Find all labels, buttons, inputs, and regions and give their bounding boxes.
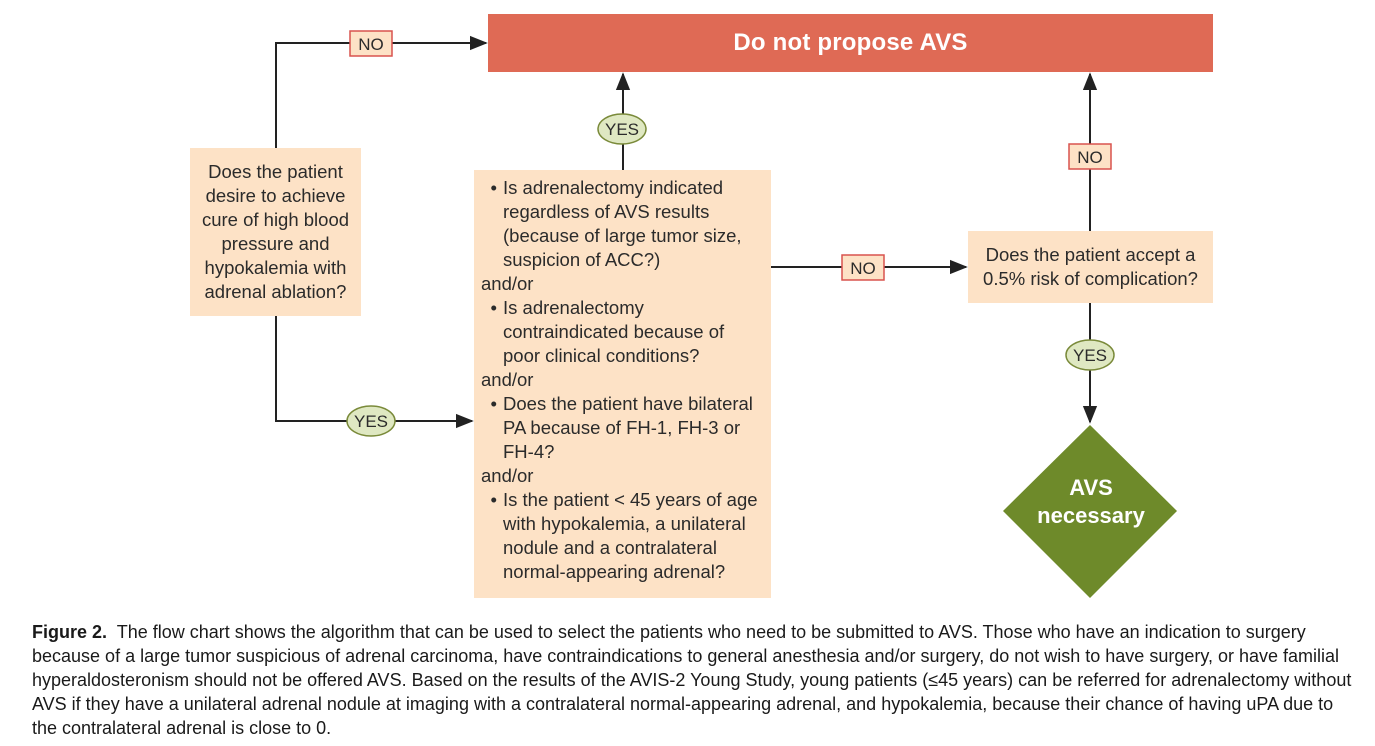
accept-risk-question-box: Does the patient accept a 0.5% risk of c… xyxy=(968,231,1213,303)
yes-label-bottom-left: YES xyxy=(346,405,396,437)
svg-text:NO: NO xyxy=(358,35,384,54)
do-not-propose-avs-box: Do not propose AVS xyxy=(488,14,1213,72)
do-not-propose-avs-text: Do not propose AVS xyxy=(733,29,968,56)
bullet-icon: • xyxy=(490,297,497,318)
criteria-connector: and/or xyxy=(481,369,534,390)
bullet-icon: • xyxy=(490,177,497,198)
avs-necessary-text: AVS necessary xyxy=(1037,475,1145,528)
no-label-risk-up: NO xyxy=(1068,143,1112,170)
figure-caption-label: Figure 2. xyxy=(32,622,108,642)
desire-cure-question-box: Does the patient desire to achieve cure … xyxy=(190,148,361,316)
flowchart-canvas: NO NO NO YES YES YES xyxy=(275,30,1177,598)
criteria-connector: and/or xyxy=(481,273,534,294)
svg-text:NO: NO xyxy=(1077,148,1103,167)
svg-text:YES: YES xyxy=(605,120,639,139)
svg-text:NO: NO xyxy=(850,259,876,278)
svg-text:YES: YES xyxy=(1073,346,1107,365)
avs-necessary-diamond xyxy=(1003,425,1177,598)
bullet-icon: • xyxy=(490,393,497,414)
no-label-top-left: NO xyxy=(349,30,393,57)
figure-caption: Figure 2. The flow chart shows the algor… xyxy=(32,620,1362,740)
yes-label-criteria-up: YES xyxy=(597,113,647,145)
criteria-item: • Is adrenalectomy indicated regardless … xyxy=(481,176,765,272)
edge-yes-to-criteria xyxy=(275,316,474,429)
criteria-item: • Is the patient < 45 years of age with … xyxy=(481,488,765,584)
criteria-connector: and/or xyxy=(481,465,534,486)
criteria-item: • Does the patient have bilateral PA bec… xyxy=(481,392,765,464)
criteria-box: • Is adrenalectomy indicated regardless … xyxy=(474,170,771,598)
edge-no-to-top xyxy=(275,35,488,148)
yes-label-risk-down: YES xyxy=(1065,339,1115,371)
svg-text:YES: YES xyxy=(354,412,388,431)
figure-caption-text: The flow chart shows the algorithm that … xyxy=(32,622,1352,738)
accept-risk-question-text: Does the patient accept a 0.5% risk of c… xyxy=(983,244,1198,289)
no-label-criteria-right: NO xyxy=(841,254,885,281)
bullet-icon: • xyxy=(490,489,497,510)
desire-cure-question-text: Does the patient desire to achieve cure … xyxy=(201,161,350,302)
criteria-item: • Is adrenalectomy contraindicated becau… xyxy=(481,296,765,368)
